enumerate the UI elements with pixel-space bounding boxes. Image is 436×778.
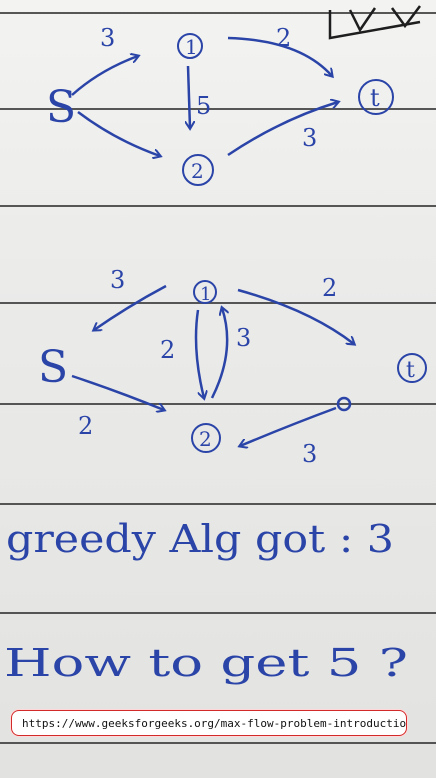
bottom-edge-1-t-cap: 2 <box>322 274 337 302</box>
top-edge-1-t-cap: 2 <box>276 24 291 52</box>
bottom-edge-1-2 <box>194 309 204 398</box>
source-url-text: https://www.geeksforgeeks.org/max-flow-p… <box>22 716 406 730</box>
bottom-edge-1-s <box>94 284 167 330</box>
ruled-line <box>0 742 436 744</box>
top-node-t: t <box>358 79 394 115</box>
top-node-2: 2 <box>182 154 214 186</box>
top-graph: S 1 2 t 3 2 5 <box>46 24 394 186</box>
ruled-line <box>0 612 436 614</box>
bottom-edge-t-2 <box>240 406 337 446</box>
top-edge-s-2 <box>77 111 160 156</box>
note-how-to-get: How to get 5 ? <box>4 641 408 685</box>
svg-text:t: t <box>406 358 415 383</box>
ruled-line <box>0 205 436 207</box>
ruled-line <box>0 12 436 14</box>
corner-scribble <box>328 5 421 40</box>
svg-text:t: t <box>370 84 380 112</box>
bottom-junction-dot <box>336 396 352 412</box>
bottom-node-2: 2 <box>191 423 221 453</box>
top-edge-s-1-cap: 3 <box>100 24 115 52</box>
bottom-edge-1-2-cap: 2 <box>160 336 175 364</box>
bottom-graph: S 1 2 t 3 2 <box>38 266 427 468</box>
svg-text:1: 1 <box>185 35 198 59</box>
ruled-line <box>0 302 436 304</box>
bottom-edge-1-s-cap: 3 <box>110 266 125 294</box>
top-edge-1-t <box>227 36 332 76</box>
svg-text:1: 1 <box>200 284 211 305</box>
top-edge-2-t-cap: 3 <box>302 124 317 152</box>
top-edge-2-t <box>227 102 338 157</box>
bottom-edge-s-2 <box>71 374 164 410</box>
ruled-line <box>0 403 436 405</box>
bottom-node-t: t <box>397 353 427 383</box>
source-url-banner: https://www.geeksforgeeks.org/max-flow-p… <box>11 710 407 736</box>
top-node-1: 1 <box>177 33 203 59</box>
ruled-line <box>0 108 436 110</box>
svg-text:2: 2 <box>191 159 204 183</box>
top-edge-1-2-cap: 5 <box>196 92 211 120</box>
svg-text:2: 2 <box>199 427 212 451</box>
bottom-edge-2-1-cap: 3 <box>236 324 251 352</box>
note-greedy: greedy Alg got : 3 <box>6 517 394 561</box>
bottom-edge-t-2-cap: 3 <box>302 440 317 468</box>
bottom-node-1: 1 <box>193 280 217 305</box>
bottom-edge-s-2-cap: 2 <box>78 412 93 440</box>
bottom-node-s: S <box>38 342 68 393</box>
top-edge-1-2 <box>188 65 190 128</box>
bottom-edge-2-1 <box>210 308 227 399</box>
top-node-s: S <box>46 82 76 133</box>
ruled-line <box>0 503 436 505</box>
top-edge-s-1 <box>71 56 138 96</box>
bottom-edge-1-t <box>237 288 354 344</box>
